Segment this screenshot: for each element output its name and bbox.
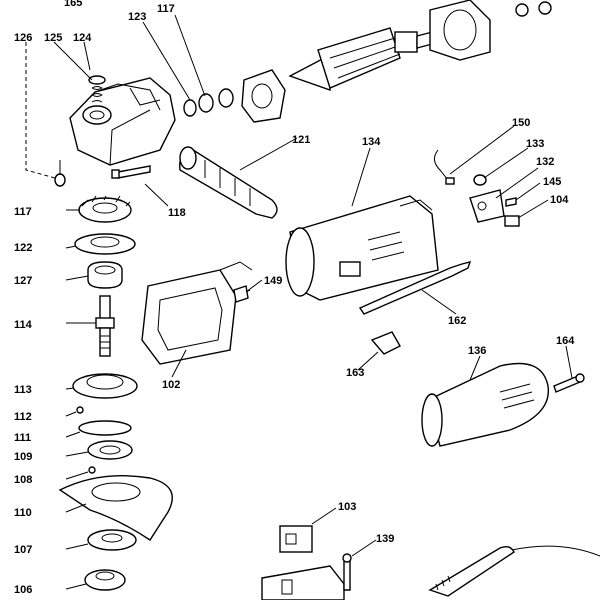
label-139: 139 [376, 533, 394, 545]
label-107: 107 [14, 544, 32, 556]
label-117-top: 117 [157, 3, 175, 15]
label-104: 104 [550, 194, 569, 206]
spring-clip-133 [473, 174, 487, 186]
label-123: 123 [128, 11, 146, 23]
label-118: 118 [168, 207, 186, 219]
bearing-cap [429, 0, 491, 61]
label-117-left: 117 [14, 206, 32, 218]
small-nut-top [515, 1, 552, 17]
label-114: 114 [14, 319, 33, 331]
screw-108 [88, 466, 96, 474]
label-124: 124 [73, 32, 92, 44]
screw-164 [553, 373, 585, 393]
callouts: 165 126 125 124 123 117 121 118 134 150 … [14, 0, 575, 596]
leader-lines [25, 14, 573, 590]
carbon-brush-104 [504, 215, 520, 227]
label-113: 113 [14, 384, 32, 396]
switch-frame [261, 565, 345, 600]
label-134: 134 [362, 136, 381, 148]
label-110: 110 [14, 507, 32, 519]
label-136: 136 [468, 345, 486, 357]
label-109: 109 [14, 451, 32, 463]
strain-relief-162 [358, 261, 472, 315]
label-127: 127 [14, 275, 32, 287]
label-111: 111 [14, 432, 31, 444]
bevel-gear [78, 195, 132, 223]
motor-housing [285, 195, 439, 301]
bearing-plate-122 [74, 233, 136, 255]
power-cord [428, 545, 600, 597]
rear-housing-136 [421, 362, 550, 447]
switch-button-163 [370, 331, 401, 355]
lock-washer-109 [87, 440, 133, 460]
label-126: 126 [14, 32, 32, 44]
wheel-guard-110 [58, 475, 173, 541]
nut-106 [84, 569, 126, 591]
label-149: 149 [264, 275, 282, 287]
screw-112 [76, 406, 84, 414]
brush-holder [469, 189, 505, 223]
field-stator-102 [141, 261, 253, 365]
screw-145 [505, 197, 517, 207]
label-165: 165 [64, 0, 82, 9]
label-133: 133 [526, 138, 544, 150]
label-102: 102 [162, 379, 180, 391]
ball-bearing-127 [87, 261, 123, 289]
flange-107 [87, 529, 137, 551]
label-108: 108 [14, 474, 32, 486]
gear-housing [69, 77, 176, 166]
flange-113 [72, 373, 138, 399]
switch-103 [279, 525, 313, 553]
label-164: 164 [556, 335, 575, 347]
screw-118 [111, 165, 151, 179]
wire-lead-150 [434, 149, 455, 185]
ring-111 [78, 420, 132, 436]
label-121: 121 [292, 134, 310, 146]
spindle-gear-117 [54, 160, 66, 187]
spring-part [88, 75, 106, 103]
terminal-149 [233, 285, 249, 303]
label-145: 145 [543, 176, 561, 188]
label-132: 132 [536, 156, 554, 168]
label-125: 125 [44, 32, 62, 44]
label-163: 163 [346, 367, 364, 379]
front-plate [241, 69, 286, 123]
label-162: 162 [448, 315, 466, 327]
label-106: 106 [14, 584, 32, 596]
label-112: 112 [14, 411, 32, 423]
side-handle [179, 146, 278, 219]
label-150: 150 [512, 117, 530, 129]
label-103: 103 [338, 501, 356, 513]
screw-139 [342, 553, 352, 591]
label-122: 122 [14, 242, 32, 254]
spindle-114 [95, 295, 115, 357]
bearing-part-123 [183, 88, 234, 117]
armature [288, 27, 441, 91]
